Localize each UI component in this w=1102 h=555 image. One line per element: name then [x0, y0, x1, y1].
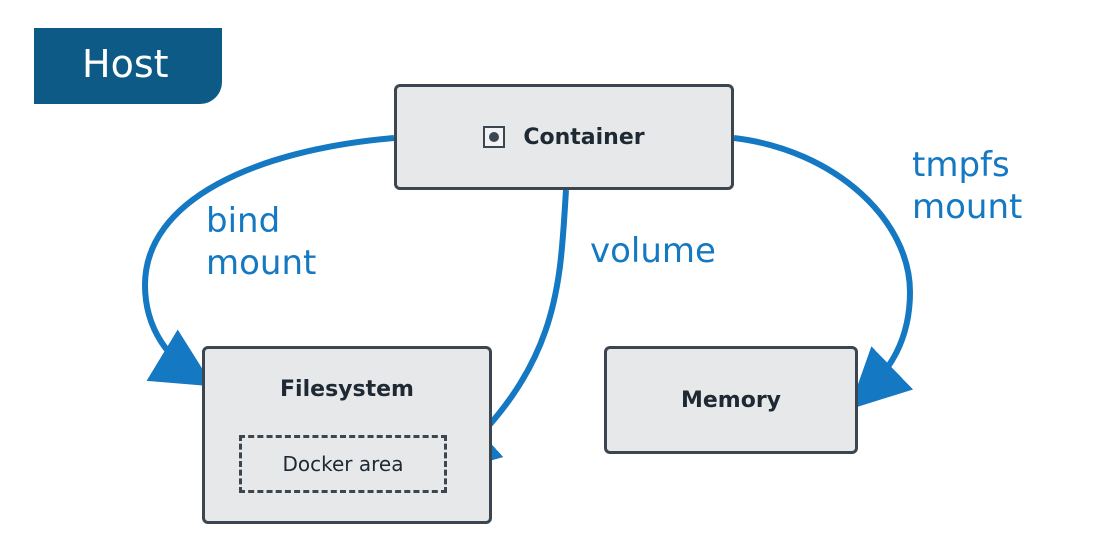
bind-mount-label: bind mount [206, 200, 316, 284]
tmpfs-mount-arrow [733, 135, 914, 410]
docker-area: Docker area [239, 435, 447, 493]
host-tab: Host [34, 28, 222, 104]
memory-label: Memory [680, 387, 782, 413]
container-node: Container [394, 84, 734, 190]
tmpfs-mount-label: tmpfs mount [912, 144, 1022, 228]
tmpfs-mount-label-line1: tmpfs [912, 145, 1010, 185]
container-icon [483, 126, 506, 148]
docker-area-label: Docker area [282, 452, 404, 476]
bind-mount-arrow [141, 135, 395, 387]
filesystem-label: Filesystem [280, 377, 414, 402]
tmpfs-mount-label-line2: mount [912, 187, 1023, 227]
memory-node: Memory [604, 346, 858, 454]
filesystem-node: Filesystem Docker area [202, 346, 492, 524]
bind-mount-label-line2: mount [206, 243, 317, 283]
volume-label: volume [590, 231, 716, 271]
host-label: Host [82, 42, 169, 86]
bind-mount-label-line1: bind [206, 201, 281, 241]
container-label: Container [523, 124, 645, 150]
